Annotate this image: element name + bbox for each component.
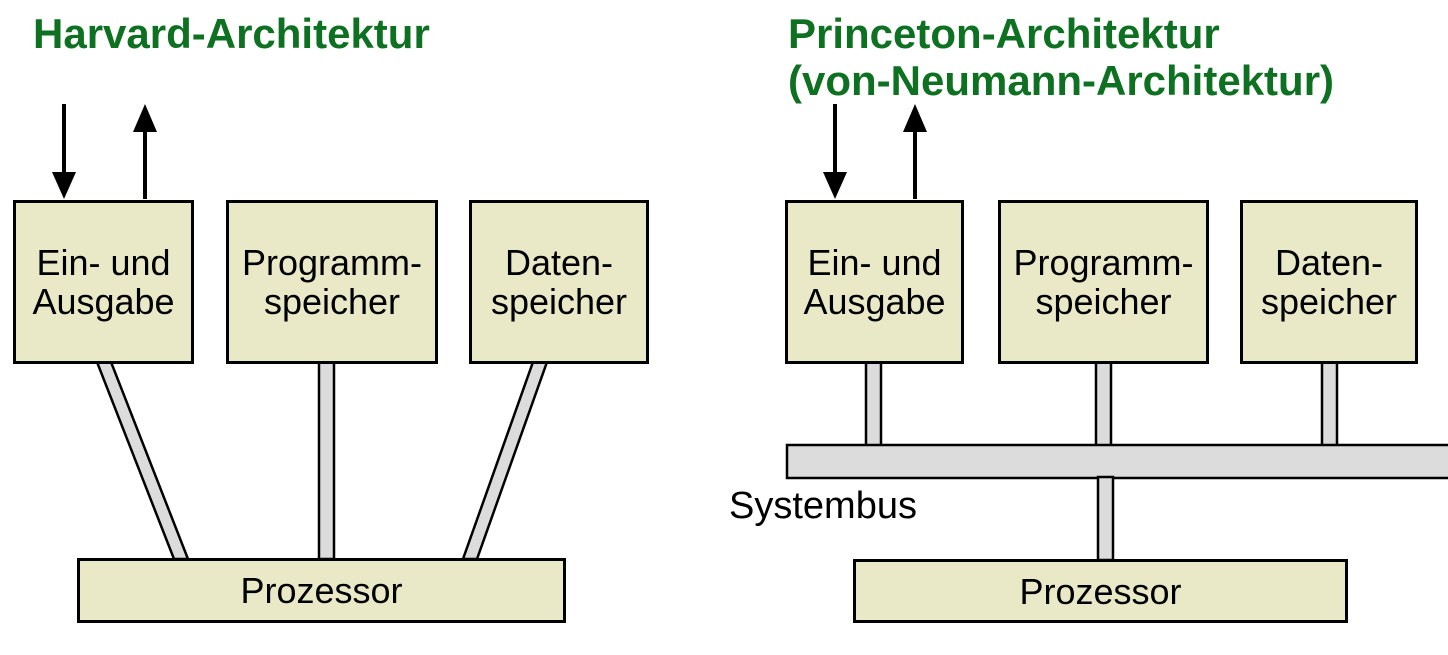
princeton-data-bus — [1320, 360, 1339, 448]
princeton-processor-box: Prozessor — [853, 559, 1348, 623]
system-bus-bar — [785, 443, 1448, 480]
princeton-data-memory-box: Daten- speicher — [1240, 200, 1418, 364]
harvard-data-bus — [461, 360, 549, 561]
princeton-title: Princeton-Architektur (von-Neumann-Archi… — [788, 10, 1335, 104]
harvard-title: Harvard-Architektur — [33, 10, 430, 57]
arrow-up-icon — [903, 104, 927, 199]
princeton-program-bus — [1094, 360, 1113, 448]
harvard-program-memory-box: Programm- speicher — [226, 200, 438, 364]
harvard-io-bus — [95, 360, 190, 561]
system-bus-label: Systembus — [729, 485, 917, 527]
arrow-down-icon — [52, 104, 76, 199]
harvard-processor-box: Prozessor — [77, 558, 566, 623]
arrow-up-icon — [133, 104, 157, 199]
princeton-io-bus — [864, 360, 883, 448]
princeton-io-box: Ein- und Ausgabe — [785, 200, 964, 364]
harvard-io-box: Ein- und Ausgabe — [13, 200, 194, 364]
princeton-program-memory-box: Programm- speicher — [998, 200, 1209, 364]
harvard-program-bus — [317, 360, 336, 561]
harvard-data-memory-box: Daten- speicher — [469, 200, 649, 364]
arrow-down-icon — [823, 104, 847, 199]
princeton-processor-bus — [1096, 475, 1115, 562]
